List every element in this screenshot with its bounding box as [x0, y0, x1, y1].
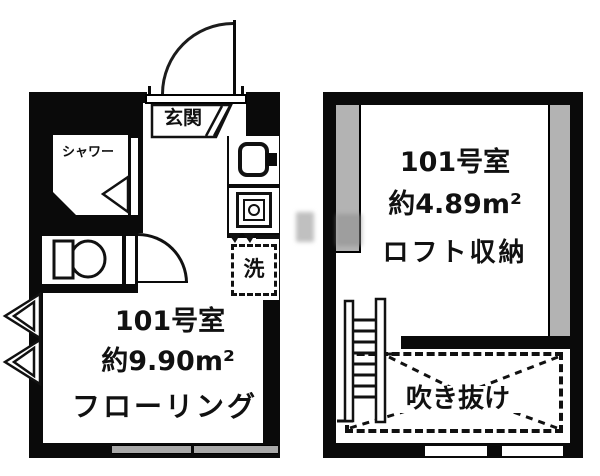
room-area-label: 約9.90m²: [101, 346, 235, 377]
loft-window-right: [502, 446, 563, 456]
entrance-jamb-left: [148, 86, 151, 94]
washer-space: [231, 244, 277, 296]
flooring-label: フローリング: [71, 390, 258, 423]
room-number-label: 101号室: [114, 306, 226, 337]
watermark-smudge: [296, 212, 314, 242]
washer-label: 洗: [243, 257, 265, 281]
main-room-floor: [43, 293, 263, 443]
watermark-smudge-2: [336, 214, 362, 246]
washer-area-floor: [226, 238, 279, 300]
toilet-room-floor: [42, 236, 122, 284]
window-band-divider: [191, 444, 194, 455]
toilet-door-slit: [126, 236, 135, 284]
shower-label: シャワー: [61, 145, 114, 160]
entrance-door-leaf: [233, 20, 236, 94]
stove-burner: [248, 204, 260, 216]
entrance-jamb-right: [241, 86, 244, 94]
window-band: [112, 445, 278, 454]
pillar-right: [548, 105, 570, 337]
sink-tab: [266, 153, 277, 166]
entrance-door-arc-icon: [161, 22, 233, 94]
entrance-sill: [145, 94, 247, 104]
entrance-label: 玄関: [163, 107, 202, 129]
loft-room-number-label: 101号室: [399, 147, 511, 178]
loft-area-label: 約4.89m²: [388, 189, 522, 220]
stove-inner: [243, 199, 265, 221]
loft-storage-label: ロフト収納: [382, 238, 528, 268]
sink-icon: [238, 142, 269, 177]
beam: [401, 336, 570, 349]
loft-window-left: [425, 446, 487, 456]
stove-icon: [236, 192, 272, 228]
void-label: 吹き抜け: [388, 385, 528, 414]
room-door-chord: [138, 281, 188, 283]
